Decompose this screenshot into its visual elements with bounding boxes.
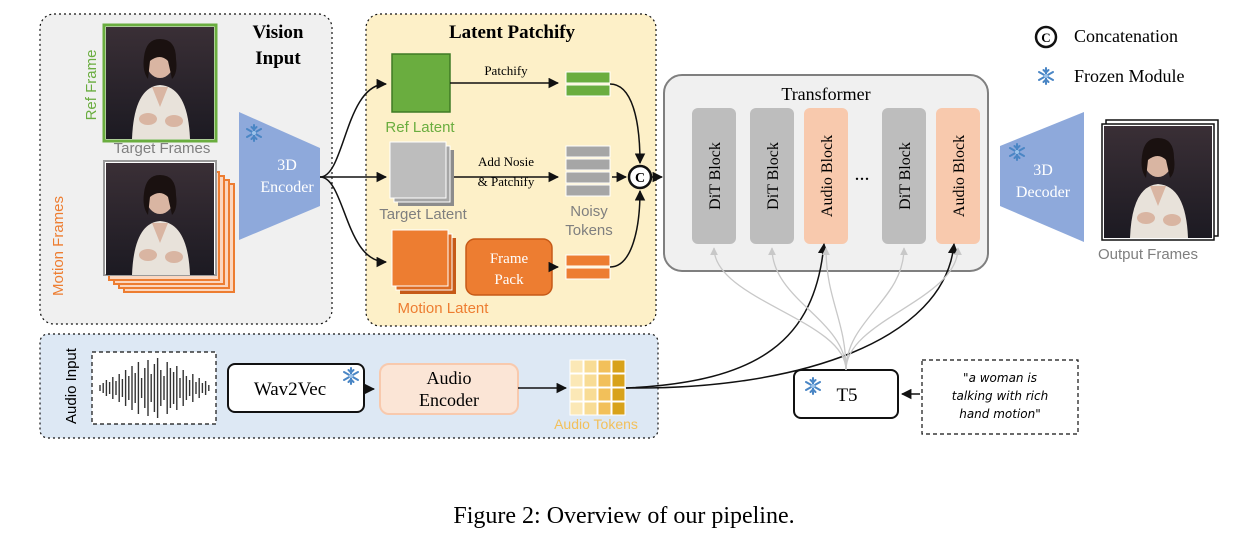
- audio-block: Audio Block: [804, 108, 848, 244]
- figure-caption: Figure 2: Overview of our pipeline.: [453, 503, 794, 529]
- audio-token-cell: [569, 401, 584, 416]
- audio-encoder-line2: Encoder: [419, 390, 479, 410]
- ref-latent-cube: [391, 53, 451, 113]
- legend-concat-symbol: C: [1041, 30, 1050, 45]
- tokens-to-concat-arrows: [609, 83, 664, 268]
- audio-token-cell: [597, 387, 612, 402]
- audio-token-cell: [611, 359, 626, 374]
- prompt-line1: "a woman is: [963, 371, 1037, 385]
- dit-block: DiT Block: [882, 108, 926, 244]
- concat-symbol: C: [627, 164, 653, 190]
- patchify-title: Latent Patchify: [449, 22, 576, 43]
- ref-frame-label: Ref Frame: [83, 50, 100, 121]
- audio-token-cell: [583, 359, 598, 374]
- audio-input-label: Audio Input: [63, 347, 80, 424]
- decoder-line1: 3D: [1033, 162, 1053, 179]
- vision-title-line1: Vision: [252, 22, 303, 43]
- block-label: DiT Block: [707, 142, 724, 210]
- motion-latent-cube: [391, 229, 456, 294]
- motion-tokens: [565, 254, 611, 280]
- concat-symbol-letter: C: [635, 171, 645, 186]
- target-latent-label: Target Latent: [379, 206, 467, 223]
- encoder-line1: 3D: [277, 157, 297, 174]
- encoder-to-latents-arrows: [319, 78, 388, 268]
- vision-title-line2: Input: [255, 48, 301, 69]
- audio-token-cell: [611, 401, 626, 416]
- target-frames-label: Target Frames: [114, 140, 211, 157]
- ref-frame-image: [102, 23, 218, 143]
- audio-waveform: [99, 358, 210, 418]
- block-label: Audio Block: [819, 135, 836, 217]
- block-label: DiT Block: [765, 142, 782, 210]
- audio-token-cell: [583, 387, 598, 402]
- audio-tokens-grid: [569, 359, 626, 416]
- legend: C Concatenation Frozen Module: [1034, 25, 1184, 86]
- audio-token-cell: [597, 373, 612, 388]
- t5-to-blocks-arrows: [710, 247, 962, 371]
- dit-block: DiT Block: [692, 108, 736, 244]
- noisy-tokens: [565, 145, 611, 197]
- audio-token-cell: [597, 401, 612, 416]
- frame-pack-line1: Frame: [490, 251, 529, 267]
- target-latent-cube: [389, 141, 454, 206]
- audio-token-cell: [583, 401, 598, 416]
- audio-encoder-line1: Audio: [427, 368, 472, 388]
- legend-snowflake-icon: [1038, 67, 1054, 85]
- output-frames-stack: [1101, 119, 1219, 241]
- motion-latent-label: Motion Latent: [398, 300, 490, 317]
- legend-concat-label: Concatenation: [1074, 26, 1178, 46]
- transformer-blocks: DiT Block DiT Block Audio Block DiT Block Au…: [692, 108, 980, 244]
- 3d-encoder: [239, 112, 320, 240]
- audio-token-cell: [569, 359, 584, 374]
- block-label: Audio Block: [951, 135, 968, 217]
- noisy-tokens-line2: Tokens: [565, 222, 613, 239]
- add-noise-line1: Add Nosie: [478, 154, 534, 169]
- patchify-label: Patchify: [484, 63, 528, 78]
- output-frames-label: Output Frames: [1098, 246, 1198, 263]
- wav2vec-block: [227, 363, 365, 413]
- t5-label: T5: [836, 385, 857, 406]
- prompt-line3: hand motion": [959, 407, 1041, 421]
- wav2vec-label: Wav2Vec: [254, 379, 326, 400]
- audio-block: Audio Block: [936, 108, 980, 244]
- add-noise-line2: & Patchify: [478, 174, 535, 189]
- audio-token-cell: [569, 387, 584, 402]
- noisy-tokens-line1: Noisy: [570, 203, 608, 220]
- audio-tokens-label: Audio Tokens: [554, 416, 638, 432]
- audio-encoder-block: [379, 363, 519, 415]
- audio-token-cell: [611, 387, 626, 402]
- audio-token-cell: [569, 373, 584, 388]
- encoder-line2: Encoder: [260, 179, 314, 196]
- audio-token-cell: [583, 373, 598, 388]
- block-label: DiT Block: [897, 142, 914, 210]
- transformer-title: Transformer: [781, 84, 870, 104]
- prompt-line2: talking with rich: [952, 389, 1048, 403]
- motion-frames-stack: [103, 160, 235, 293]
- text-prompt-box: [921, 359, 1079, 435]
- frame-pack-line2: Pack: [494, 272, 524, 288]
- dit-block: DiT Block: [750, 108, 794, 244]
- motion-frames-label: Motion Frames: [50, 196, 67, 296]
- audio-token-cell: [611, 373, 626, 388]
- blocks-ellipsis: ...: [855, 163, 870, 185]
- decoder-line2: Decoder: [1016, 184, 1071, 201]
- 3d-decoder: [1000, 112, 1084, 242]
- ref-latent-label: Ref Latent: [385, 119, 455, 136]
- legend-frozen-label: Frozen Module: [1074, 66, 1184, 86]
- audio-token-cell: [597, 359, 612, 374]
- ref-tokens: [565, 71, 611, 97]
